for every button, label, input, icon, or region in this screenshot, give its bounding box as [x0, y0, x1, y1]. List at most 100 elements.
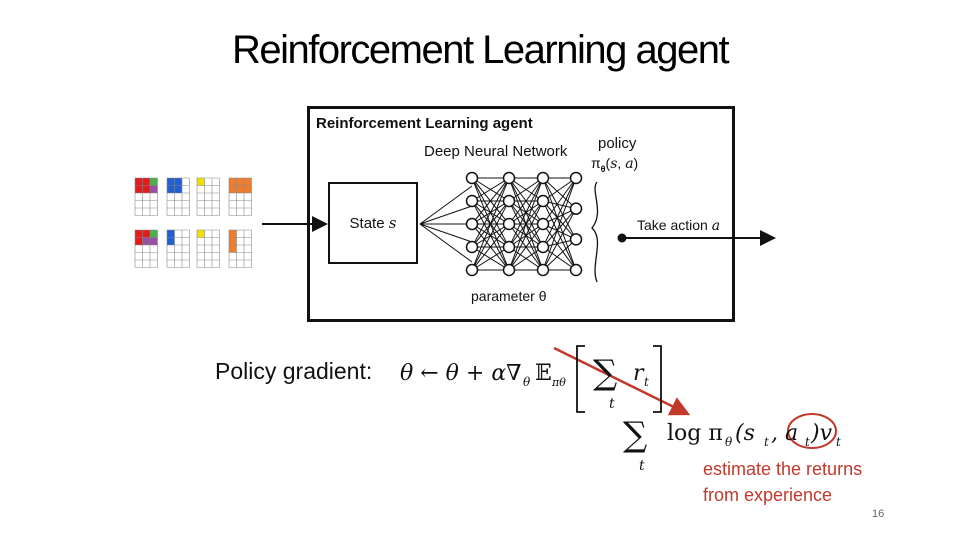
network-edge	[508, 200, 544, 271]
policy-pi: π	[591, 155, 601, 171]
network-edge	[542, 200, 577, 240]
network-edge	[542, 177, 577, 248]
network-node	[536, 263, 550, 277]
take-action-label: Take action a	[637, 217, 720, 234]
state-box: State s	[328, 182, 418, 264]
sum-bottom: ∑	[623, 415, 647, 455]
policy-label: policy	[598, 135, 637, 152]
sum-top-index: t	[609, 396, 615, 412]
network-edge	[542, 223, 577, 271]
sum-top: ∑	[593, 353, 617, 393]
formula-grad-sub: θ	[523, 375, 531, 389]
annotation-line-2: from experience	[703, 485, 833, 505]
formula-a-sub: t	[805, 435, 810, 449]
game-board	[228, 229, 252, 268]
network-edge	[542, 238, 577, 271]
network-node	[502, 217, 516, 231]
network-label: Deep Neural Network	[424, 143, 568, 160]
network-node	[502, 240, 516, 254]
network-edge	[471, 177, 510, 225]
network-edge	[471, 177, 510, 271]
input-edge	[419, 205, 473, 225]
formula-expect-sub: πθ	[551, 376, 566, 389]
formula-reward-sub: t	[644, 375, 649, 389]
network-edge	[471, 246, 510, 271]
page-number: 16	[872, 508, 885, 520]
policy-comma: ,	[617, 155, 626, 171]
policy-gradient-formula: θ ← θ + α∇ θ 𝔼 πθ ∑ t r t ∑ t log π θ (s…	[400, 345, 841, 474]
policy-gradient-label: Policy gradient:	[215, 358, 373, 384]
network-edge	[508, 177, 544, 271]
policy-a: a	[625, 156, 634, 172]
network-edge	[471, 177, 510, 202]
bracket-left	[576, 345, 585, 413]
sum-bottom-index: t	[639, 458, 645, 474]
game-board	[228, 177, 252, 216]
formula-log: log π	[667, 421, 723, 446]
policy-open: (	[605, 155, 611, 171]
network-edge	[471, 177, 510, 248]
agent-label: Reinforcement Learning agent	[316, 115, 533, 132]
network-edge	[508, 177, 544, 225]
network-edge	[542, 177, 577, 271]
game-boards	[134, 177, 252, 268]
game-board	[166, 177, 190, 216]
network-node	[536, 217, 550, 231]
network-edge	[508, 223, 544, 271]
annotation-text: estimate the returns from experience	[703, 456, 862, 508]
game-board	[196, 177, 220, 216]
input-edge	[419, 223, 473, 243]
formula-lhs: θ ← θ + α∇	[400, 361, 522, 386]
network-node	[569, 171, 583, 185]
parameter-label: parameter θ	[471, 288, 547, 304]
network-node	[502, 194, 516, 208]
annotation-line-1: estimate the returns	[703, 459, 863, 479]
formula-args-close: )v	[810, 421, 833, 446]
neural-network	[419, 171, 583, 277]
formula-args: (s	[735, 421, 755, 446]
formula-s-sub: t	[764, 435, 769, 449]
network-edge	[542, 200, 577, 271]
network-node	[502, 263, 516, 277]
input-edge	[419, 185, 473, 225]
network-node	[465, 263, 479, 277]
input-edge	[419, 223, 473, 263]
network-edge	[542, 246, 577, 271]
annotation-circle	[787, 413, 837, 449]
network-edge	[542, 208, 577, 248]
network-edge	[508, 177, 544, 248]
state-var: s	[388, 214, 397, 232]
policy-sub: θ	[600, 163, 606, 174]
network-node	[465, 171, 479, 185]
network-edge	[542, 177, 577, 210]
network-edge	[542, 208, 577, 271]
policy-s: s	[610, 156, 618, 172]
game-board	[134, 229, 158, 268]
network-edge	[508, 177, 544, 202]
action-var: a	[711, 218, 721, 234]
network-node	[536, 171, 550, 185]
network-edge	[542, 177, 577, 202]
state-word: State	[349, 214, 389, 232]
policy-brace	[591, 181, 599, 283]
network-node	[465, 217, 479, 231]
game-board	[166, 229, 190, 268]
network-node	[465, 194, 479, 208]
network-node	[502, 171, 516, 185]
network-node	[569, 263, 583, 277]
formula-v-sub: t	[836, 435, 841, 449]
network-edge	[542, 177, 577, 240]
network-node	[465, 240, 479, 254]
network-node	[536, 240, 550, 254]
network-edge	[471, 200, 510, 271]
slide-title: Reinforcement Learning agent	[231, 28, 730, 72]
network-node	[569, 202, 583, 215]
formula-args-mid: , a	[771, 421, 798, 446]
action-word: Take action	[637, 217, 712, 233]
formula-log-sub: θ	[725, 435, 733, 449]
game-board	[196, 229, 220, 268]
policy-formula: πθ(s, a)	[591, 155, 638, 174]
bracket-right	[653, 345, 662, 413]
network-edge	[471, 223, 510, 271]
network-edge	[542, 177, 577, 225]
